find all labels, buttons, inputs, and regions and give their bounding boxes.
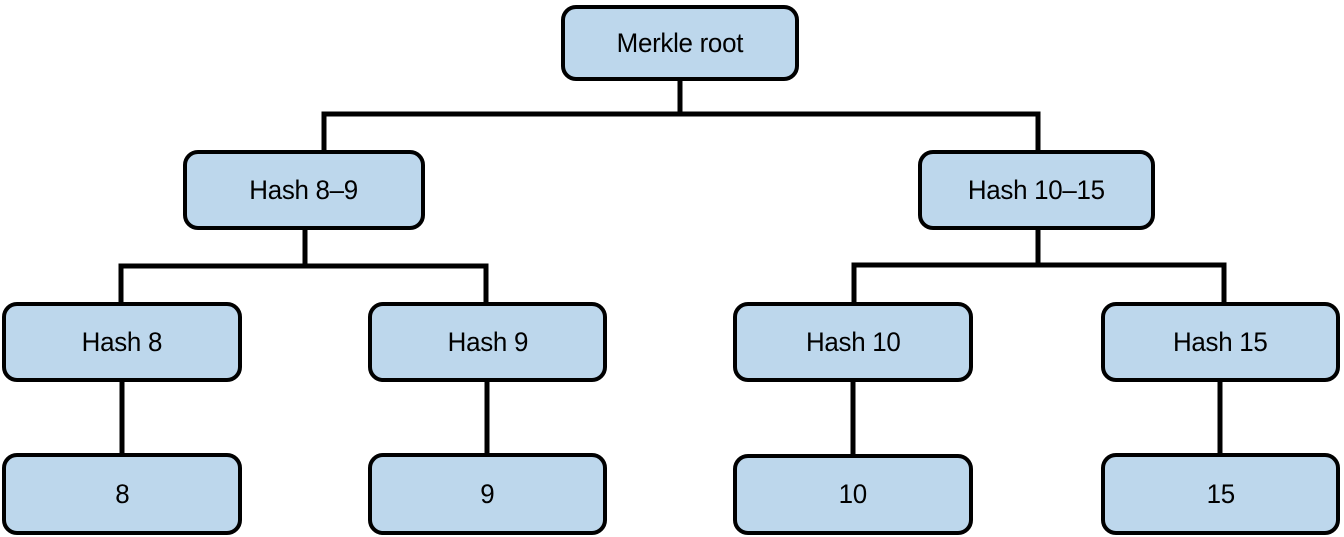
connector-hash89-bracket: [118, 263, 489, 304]
node-label: 15: [1206, 478, 1235, 509]
node-label: Hash 10: [805, 326, 901, 357]
node-leaf-15: 15: [1101, 453, 1340, 535]
node-leaf-10: 10: [733, 454, 973, 535]
node-merkle-root: Merkle root: [561, 5, 799, 81]
node-hash-9: Hash 9: [368, 302, 607, 382]
node-label: Hash 15: [1173, 326, 1268, 357]
node-leaf-9: 9: [368, 453, 607, 535]
node-hash-10-15: Hash 10–15: [918, 150, 1155, 230]
node-label: Hash 8–9: [249, 174, 359, 205]
node-hash-8-9: Hash 8–9: [183, 150, 425, 230]
node-hash-8: Hash 8: [2, 302, 242, 382]
node-label: Hash 8: [81, 326, 163, 357]
node-hash-15: Hash 15: [1101, 302, 1340, 382]
connector-root-bracket: [321, 111, 1041, 152]
node-label: Hash 10–15: [968, 174, 1105, 205]
node-leaf-8: 8: [2, 453, 242, 535]
node-label: Merkle root: [616, 27, 744, 58]
node-label: 10: [838, 479, 868, 509]
node-label: 9: [480, 478, 495, 509]
node-hash-10: Hash 10: [733, 302, 973, 382]
node-label: Hash 9: [447, 326, 528, 357]
connector-hash1015-bracket: [851, 262, 1227, 304]
node-label: 8: [114, 478, 130, 509]
